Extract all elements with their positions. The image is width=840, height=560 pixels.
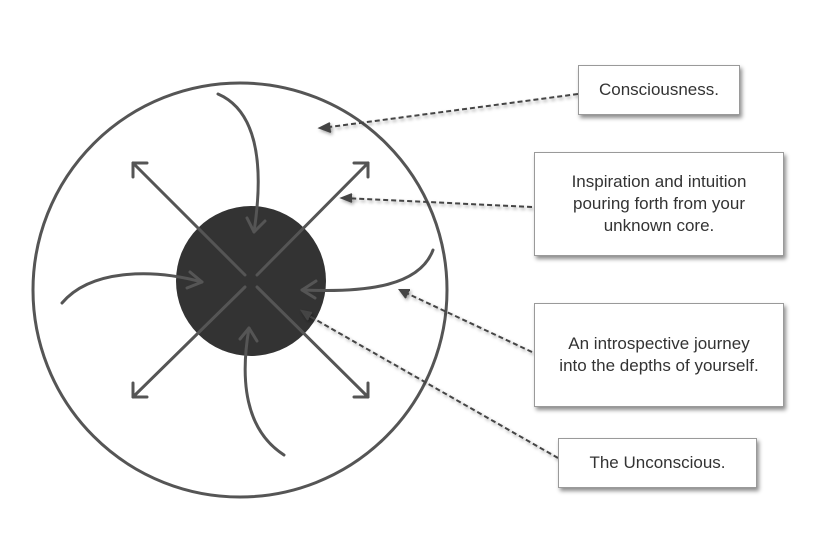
label-inspiration-line: pouring forth from your xyxy=(573,194,745,213)
outward-arrow-ne xyxy=(255,161,370,277)
outward-arrow-nw xyxy=(131,161,247,277)
pointer-inspiration xyxy=(339,193,533,208)
outward-arrow-se xyxy=(255,285,370,399)
label-journey-line: into the depths of yourself. xyxy=(559,356,759,375)
inward-arrow-right xyxy=(300,248,435,300)
label-inspiration-line: unknown core. xyxy=(603,216,715,235)
label-journey: An introspective journey into the depths… xyxy=(534,303,784,407)
label-inspiration-line: Inspiration and intuition xyxy=(571,172,747,191)
pointer-unconscious xyxy=(299,309,559,459)
label-consciousness-text: Consciousness. xyxy=(598,80,719,99)
inward-arrow-bottom xyxy=(238,326,286,457)
pointer-journey xyxy=(398,289,533,353)
label-unconscious: The Unconscious. xyxy=(558,438,757,488)
label-consciousness: Consciousness. xyxy=(578,65,740,115)
outward-arrow-sw xyxy=(131,285,247,399)
pointer-consciousness xyxy=(317,93,579,133)
inward-arrow-left xyxy=(60,270,204,305)
inward-arrow-top xyxy=(216,92,267,234)
label-unconscious-text: The Unconscious. xyxy=(589,453,726,472)
label-journey-line: An introspective journey xyxy=(568,334,750,353)
label-inspiration: Inspiration and intuition pouring forth … xyxy=(534,152,784,256)
consciousness-circle xyxy=(31,81,449,499)
